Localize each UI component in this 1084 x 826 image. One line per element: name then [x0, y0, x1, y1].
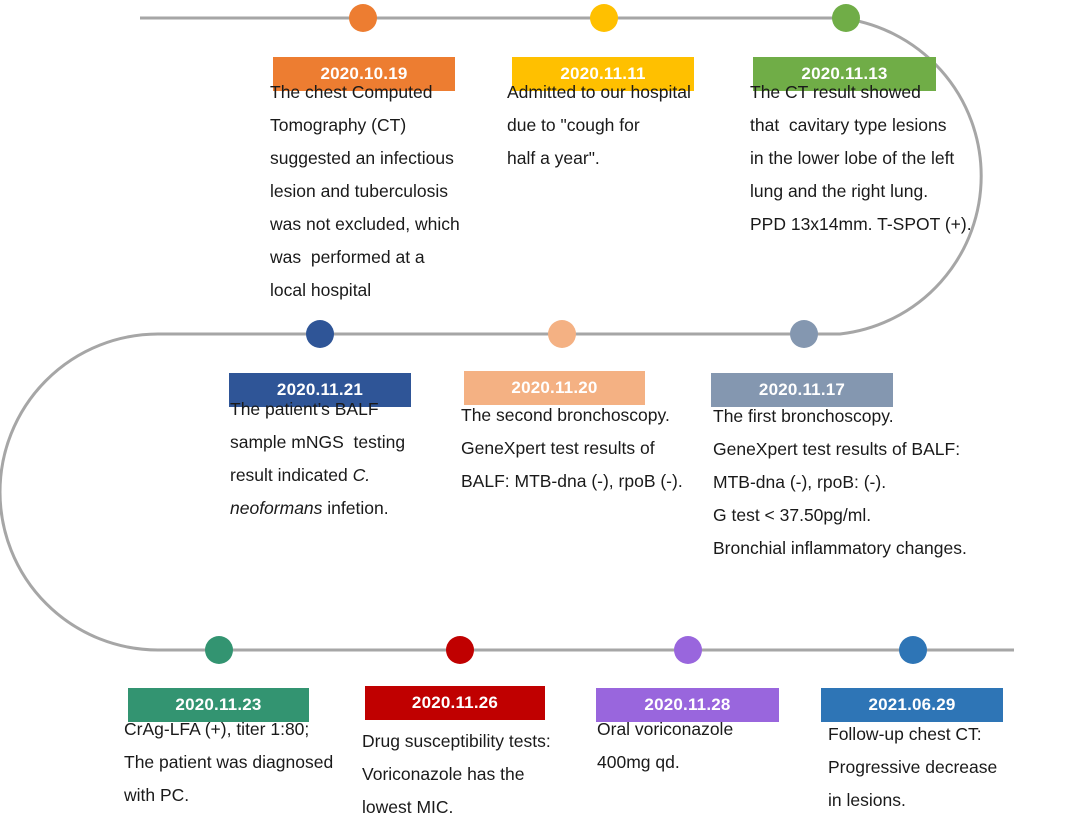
event-date-label: 2020.11.26: [365, 686, 545, 720]
event-description-line: neoformans infetion.: [230, 498, 389, 518]
event-description-line: suggested an infectious: [270, 148, 454, 168]
event-description-line: GeneXpert test results of: [461, 438, 655, 458]
event-description-line: The CT result showed: [750, 82, 921, 102]
event-description-line: 400mg qd.: [597, 752, 680, 772]
event-date-label: 2020.11.21: [229, 373, 411, 407]
event-date-label: 2021.06.29: [821, 688, 1003, 722]
event-description-line: Tomography (CT): [270, 115, 407, 135]
event-description-line: The patient was diagnosed: [124, 752, 334, 772]
event-description: CrAg-LFA (+), titer 1:80; The patient was…: [124, 713, 333, 812]
event-description: Drug susceptibility tests: Voriconazole h…: [362, 725, 551, 824]
event-description: The first bronchoscopy. GeneXpert test re…: [713, 400, 967, 565]
event-description-line: in the lower lobe of the left: [750, 148, 955, 168]
timeline-node-1: [349, 4, 377, 32]
event-date-label: 2020.11.20: [464, 371, 645, 405]
event-description: The CT result showed that cavitary type l…: [750, 76, 972, 241]
event-description-line: sample mNGS testing: [230, 432, 406, 452]
event-description-line: PPD 13x14mm. T-SPOT (+).: [750, 214, 972, 234]
timeline-node-5: [548, 320, 576, 348]
event-date-label: 2020.11.13: [753, 57, 936, 91]
event-description-line: The patient’s BALF: [230, 399, 379, 419]
event-date-label: 2020.10.19: [273, 57, 455, 91]
timeline-node-9: [674, 636, 702, 664]
event-description-line: Bronchial inflammatory changes.: [713, 538, 967, 558]
event-description: The second bronchoscopy. GeneXpert test r…: [461, 399, 683, 498]
event-description-line: in lesions.: [828, 790, 906, 810]
timeline-node-8: [446, 636, 474, 664]
event-description: The patient’s BALF sample mNGS testing res…: [230, 393, 405, 525]
event-description-line: result indicated C.: [230, 465, 371, 485]
event-date-label: 2020.11.11: [512, 57, 694, 91]
event-description-line: Progressive decrease: [828, 757, 998, 777]
timeline-node-2: [590, 4, 618, 32]
event-description-line: MTB-dna (-), rpoB: (-).: [713, 472, 887, 492]
timeline-node-4: [306, 320, 334, 348]
timeline-node-10: [899, 636, 927, 664]
event-description-line: CrAg-LFA (+), titer 1:80;: [124, 719, 310, 739]
timeline-node-6: [790, 320, 818, 348]
event-description-line: Follow-up chest CT:: [828, 724, 982, 744]
event-description-line: Voriconazole has the: [362, 764, 525, 784]
event-description-line: with PC.: [124, 785, 190, 805]
event-description: Follow-up chest CT: Progressive decrease i…: [828, 718, 997, 817]
event-description-line: The second bronchoscopy.: [461, 405, 670, 425]
event-description-line: lung and the right lung.: [750, 181, 929, 201]
event-description-line: The chest Computed: [270, 82, 433, 102]
event-description-line: GeneXpert test results of BALF:: [713, 439, 961, 459]
timeline-node-7: [205, 636, 233, 664]
event-description-line: lesion and tuberculosis: [270, 181, 449, 201]
event-description-line: Admitted to our hospital: [507, 82, 691, 102]
event-description-line: was not excluded, which: [270, 214, 460, 234]
event-description-line: half a year".: [507, 148, 600, 168]
event-description: Admitted to our hospital due to "cough fo…: [507, 76, 691, 175]
event-date-label: 2020.11.28: [596, 688, 779, 722]
event-description-line: BALF: MTB-dna (-), rpoB (-).: [461, 471, 683, 491]
event-description: Oral voriconazole 400mg qd.: [597, 713, 733, 779]
event-description-line: The first bronchoscopy.: [713, 406, 894, 426]
event-date-label: 2020.11.23: [128, 688, 309, 722]
event-description-line: due to "cough for: [507, 115, 640, 135]
event-description-line: Drug susceptibility tests:: [362, 731, 551, 751]
event-date-label: 2020.11.17: [711, 373, 893, 407]
timeline-node-3: [832, 4, 860, 32]
timeline-path: [0, 16, 1014, 652]
event-description-line: local hospital: [270, 280, 372, 300]
event-description-line: lowest MIC.: [362, 797, 454, 817]
event-description-line: that cavitary type lesions: [750, 115, 947, 135]
event-description-line: was performed at a: [270, 247, 425, 267]
event-description-line: Oral voriconazole: [597, 719, 734, 739]
event-description-line: G test < 37.50pg/ml.: [713, 505, 872, 525]
